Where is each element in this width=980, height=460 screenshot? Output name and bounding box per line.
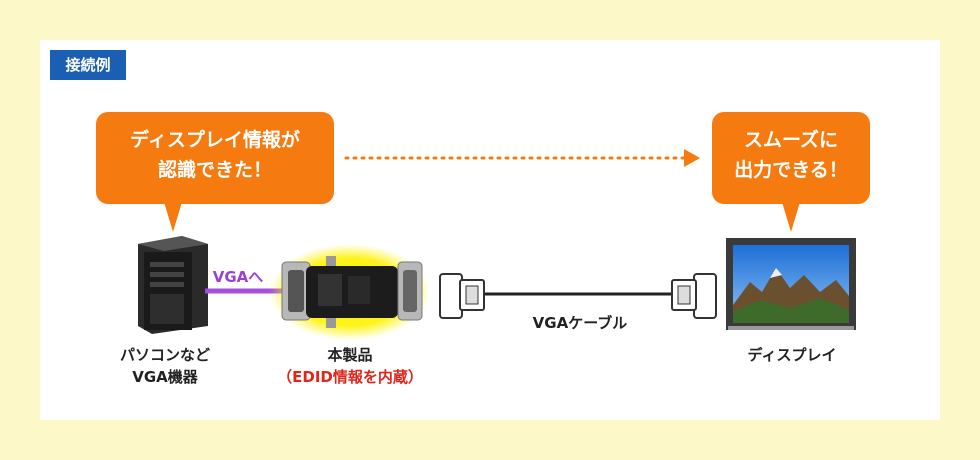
bubble-left-line2: 認識できた！ bbox=[157, 159, 272, 181]
pc-tower-icon bbox=[138, 236, 208, 334]
cable-label: VGAケーブル bbox=[532, 314, 628, 332]
bubble-smooth-output: スムーズに 出力できる！ bbox=[712, 112, 870, 232]
display-label: ディスプレイ bbox=[747, 346, 837, 364]
pc-label: パソコンなど VGA機器 bbox=[100, 344, 230, 388]
display-monitor-icon bbox=[726, 238, 856, 330]
product-label: 本製品 （EDID情報を内蔵） bbox=[260, 344, 440, 388]
section-tag: 接続例 bbox=[50, 50, 126, 80]
bubble-left-tail bbox=[164, 202, 182, 232]
bubble-right-line1: スムーズに bbox=[743, 129, 839, 151]
product-label-line2: （EDID情報を内蔵） bbox=[277, 368, 423, 386]
vga-cable-icon bbox=[439, 273, 717, 319]
pc-label-line2: VGA機器 bbox=[132, 368, 198, 386]
product-label-line1: 本製品 bbox=[327, 346, 373, 364]
bubble-edid-recognized: ディスプレイ情報が 認識できた！ bbox=[96, 112, 334, 232]
bubble-right-line2: 出力できる！ bbox=[734, 159, 848, 181]
pc-label-line1: パソコンなど bbox=[119, 346, 210, 364]
bubble-right-tail bbox=[782, 202, 800, 232]
bubble-left-line1: ディスプレイ情報が bbox=[130, 129, 300, 151]
vga-to-label: VGAへ bbox=[212, 268, 264, 286]
edid-adapter-icon bbox=[270, 244, 430, 340]
dotted-arrow bbox=[344, 149, 700, 167]
